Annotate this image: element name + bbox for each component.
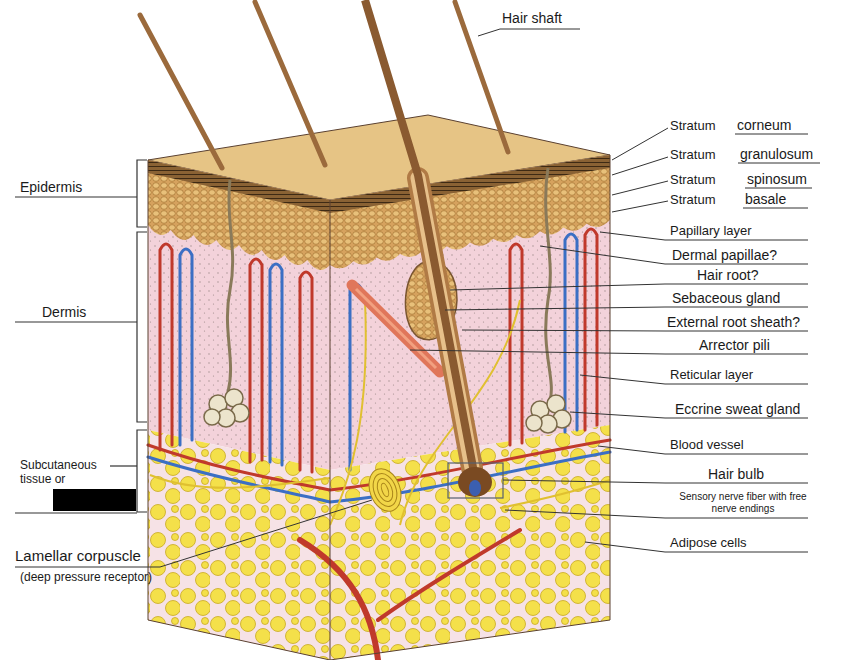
part-label: Lamellar corpuscle — [15, 547, 141, 564]
part-label: basale — [745, 191, 786, 207]
part-label: Stratum — [670, 173, 716, 188]
part-label: Reticular layer — [670, 368, 753, 383]
part-label: Hair shaft — [502, 10, 562, 26]
part-label: Blood vessel — [670, 438, 744, 453]
part-label: Dermal papillae? — [672, 247, 777, 263]
part-label: Epidermis — [20, 179, 82, 195]
part-label: Stratum — [670, 193, 716, 208]
part-label: Sensory nerve fiber with free nerve endi… — [668, 491, 818, 514]
part-label: spinosum — [747, 171, 807, 187]
part-label: Hair root? — [697, 267, 758, 283]
part-label: Papillary layer — [670, 224, 752, 239]
part-label: Sebaceous gland — [672, 290, 780, 306]
part-label: Arrector pili — [699, 337, 770, 353]
part-label: Hair bulb — [708, 466, 764, 482]
part-label: Adipose cells — [670, 536, 747, 551]
part-label: granulosum — [740, 146, 813, 162]
part-label: (deep pressure receptor) — [20, 571, 152, 585]
part-label: Dermis — [42, 304, 86, 320]
part-label: Subcutaneous tissue or — [20, 459, 112, 487]
part-label: External root sheath? — [667, 314, 800, 330]
part-label: Eccrine sweat gland — [675, 401, 800, 417]
part-label: corneum — [737, 117, 791, 133]
part-label: Stratum — [670, 119, 716, 134]
part-label: Stratum — [670, 148, 716, 163]
